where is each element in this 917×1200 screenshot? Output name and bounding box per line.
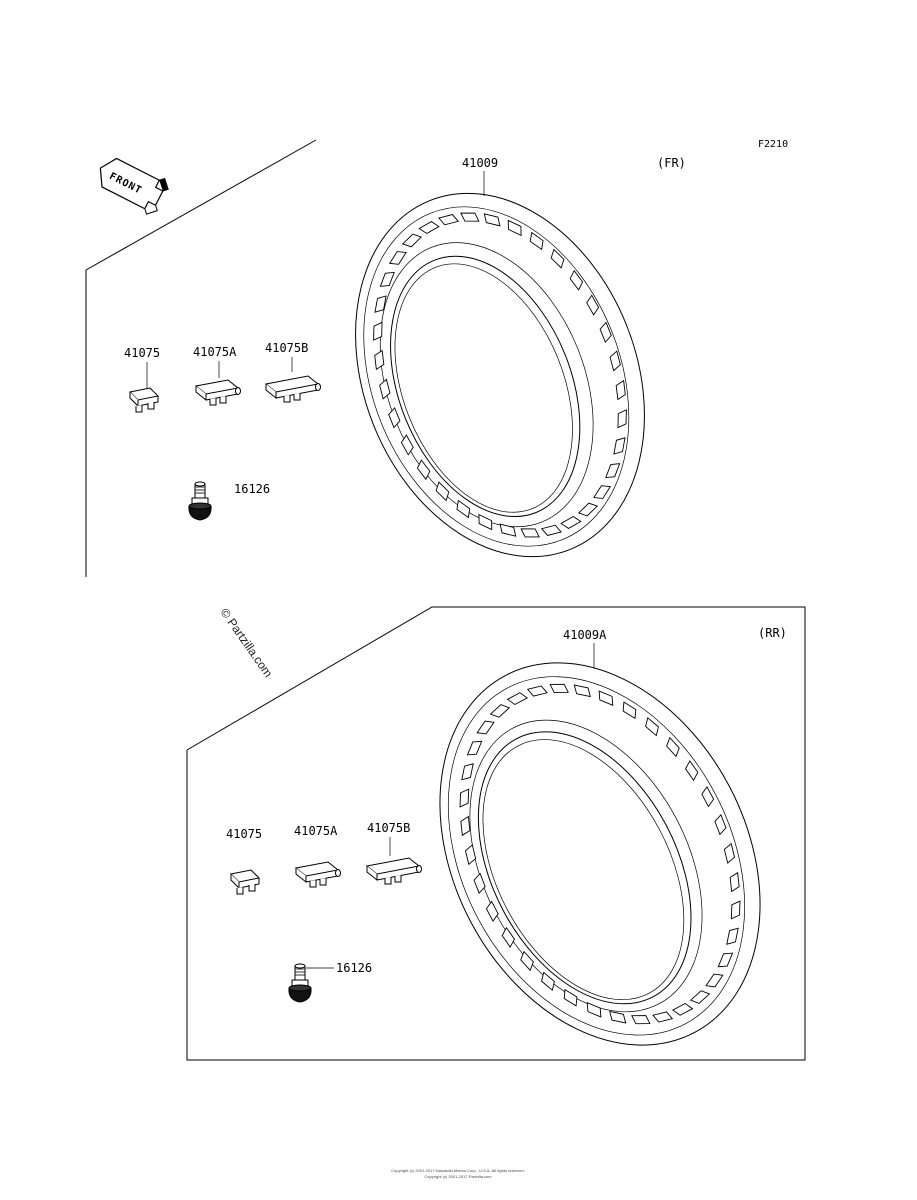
front-section-frame (85, 139, 317, 577)
rear-balance-weight-3 (366, 857, 422, 885)
diagram-code: F2210 (758, 139, 788, 150)
front-weight-label-3: 41075B (265, 341, 308, 355)
rear-weight-label-2: 41075A (294, 824, 338, 838)
rear-tire-label: 41009A (563, 628, 607, 642)
rear-tire (439, 662, 761, 1046)
front-valve-stem (188, 481, 212, 521)
front-balance-weight-2 (195, 379, 241, 406)
front-balance-weight-3 (265, 375, 321, 403)
rear-weight-label-3: 41075B (367, 821, 410, 835)
rear-position-label: (RR) (758, 626, 787, 640)
front-position-label: (FR) (657, 156, 686, 170)
rear-valve-stem (288, 963, 312, 1003)
front-tire (355, 192, 645, 558)
rear-balance-weight-1 (230, 869, 260, 895)
front-arrow-icon: FRONT (99, 157, 169, 215)
footer-copyright-2: Copyright (c) 2001-2017 Partzilla.com (424, 1174, 492, 1179)
watermark: © Partzilla.com (218, 606, 276, 680)
rear-balance-weight-2 (295, 861, 341, 888)
rear-weight-label-1: 41075 (226, 827, 262, 841)
front-balance-weight-1 (129, 387, 159, 413)
front-tire-label: 41009 (462, 156, 498, 170)
rear-valve-label: 16126 (336, 961, 372, 975)
front-weight-label-2: 41075A (193, 345, 237, 359)
rear-section-frame (186, 606, 806, 1061)
front-weight-label-1: 41075 (124, 346, 160, 360)
front-valve-label: 16126 (234, 482, 270, 496)
footer-copyright-1: Copyright (c) 2001-2017 Kawasaki Motors … (391, 1168, 524, 1173)
